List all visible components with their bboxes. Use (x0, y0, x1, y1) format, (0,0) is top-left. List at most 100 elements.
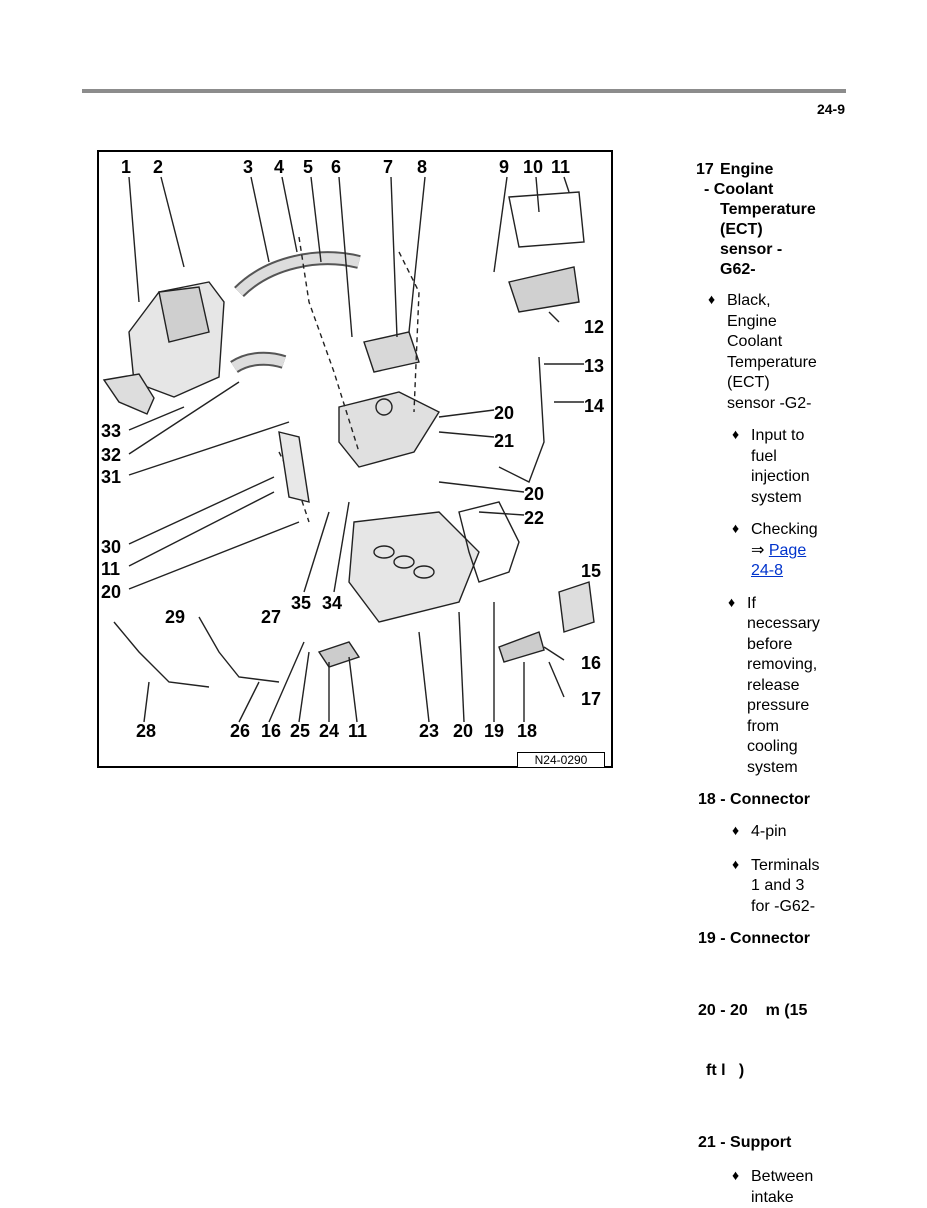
bullet-line: fuel (751, 447, 846, 468)
bullet-line: Input to (751, 426, 846, 447)
bullet-diamond-icon: ♦ (732, 854, 739, 875)
callout-10: 10 (523, 158, 543, 176)
callout-34: 34 (322, 594, 342, 612)
callout-4: 4 (274, 158, 284, 176)
callout-26: 26 (230, 722, 250, 740)
callout-18-bottom: 18 (517, 722, 537, 740)
callout-25: 25 (290, 722, 310, 740)
item-20: 20 - 20 m (15 ft l ) (696, 961, 846, 1121)
callout-16-right: 16 (581, 654, 601, 672)
bullet-line: before (747, 635, 846, 656)
item-21: 21 - Support (696, 1133, 846, 1153)
callout-11-bottom: 11 (348, 722, 367, 740)
page-link-line: ⇒ Page (751, 541, 846, 562)
arrow-icon: ⇒ (751, 542, 764, 559)
bullet-line: from (747, 717, 846, 738)
item-20-line: ft l ) (698, 1061, 846, 1081)
bullet-line: Black, (727, 291, 846, 312)
page-number: 24-9 (817, 101, 845, 117)
item-17-title-line: G62- (720, 260, 816, 280)
item-17-title-line: - Coolant (704, 180, 816, 200)
bullet-line: If (747, 594, 846, 615)
legend-column: 17 Engine - Coolant Temperature (ECT) se… (696, 160, 846, 1208)
bullet-diamond-icon: ♦ (732, 1165, 739, 1186)
bullet-line: removing, (747, 655, 846, 676)
callout-5: 5 (303, 158, 313, 176)
callout-9: 9 (499, 158, 509, 176)
callout-31: 31 (101, 468, 121, 486)
bullet-line: Coolant (727, 332, 846, 353)
bullet-line: system (747, 758, 846, 779)
item-17-title: Engine - Coolant Temperature (ECT) senso… (720, 160, 816, 280)
item-19: 19 - Connector (696, 929, 846, 949)
callout-21: 21 (494, 432, 514, 450)
figure-id-label: N24-0290 (517, 752, 605, 768)
callout-7: 7 (383, 158, 393, 176)
callout-17: 17 (581, 690, 601, 708)
bullet-diamond-icon: ♦ (732, 820, 739, 841)
callout-20-b: 20 (524, 485, 544, 503)
callout-20-a: 20 (494, 404, 514, 422)
bullet-line: sensor -G2- (727, 394, 846, 415)
header-rule (82, 89, 846, 93)
item-17-title-line: sensor - (720, 240, 816, 260)
callout-6: 6 (331, 158, 341, 176)
callout-35: 35 (291, 594, 311, 612)
callout-2: 2 (153, 158, 163, 176)
page-link[interactable]: 24-8 (751, 561, 789, 582)
bullet-line: for -G62- (751, 897, 846, 918)
callout-28: 28 (136, 722, 156, 740)
item-17: 17 Engine - Coolant Temperature (ECT) se… (696, 160, 846, 280)
bullet-line: injection (751, 467, 846, 488)
item-20-line: 20 - 20 m (15 (698, 1001, 846, 1021)
exploded-diagram: 1 2 3 4 5 6 7 8 9 10 11 12 13 14 20 21 2… (97, 150, 613, 768)
diagram-drawing (99, 152, 611, 766)
bullet-line: Between (751, 1167, 846, 1188)
callout-29: 29 (165, 608, 185, 626)
bullet-17-3: ♦ Checking ⇒ Page 24-8 (696, 520, 846, 582)
bullet-17-4: ♦ If necessary before removing, release … (696, 594, 846, 779)
bullet-diamond-icon: ♦ (732, 424, 739, 445)
bullet-17-1: ♦ Black, Engine Coolant Temperature (ECT… (696, 291, 846, 414)
callout-11-left: 11 (101, 560, 120, 578)
callout-20-bottom: 20 (453, 722, 473, 740)
bullet-17-2: ♦ Input to fuel injection system (696, 426, 846, 508)
callout-30: 30 (101, 538, 121, 556)
item-17-title-line: Engine (720, 160, 816, 180)
bullet-18-2: ♦ Terminals 1 and 3 for -G62- (696, 856, 846, 918)
item-17-title-line: (ECT) (720, 220, 816, 240)
callout-15: 15 (581, 562, 601, 580)
callout-11-top: 11 (551, 158, 570, 176)
bullet-diamond-icon: ♦ (728, 592, 735, 613)
item-18: 18 - Connector (696, 790, 846, 810)
item-17-title-line: Temperature (720, 200, 816, 220)
bullet-diamond-icon: ♦ (732, 518, 739, 539)
bullet-line: necessary (747, 614, 846, 635)
callout-16-bottom: 16 (261, 722, 281, 740)
callout-33: 33 (101, 422, 121, 440)
bullet-18-1: ♦ 4-pin (696, 822, 846, 843)
bullet-line: release (747, 676, 846, 697)
bullet-line: 4-pin (751, 822, 846, 843)
callout-1: 1 (121, 158, 131, 176)
callout-32: 32 (101, 446, 121, 464)
callout-19: 19 (484, 722, 504, 740)
item-17-number: 17 (696, 160, 720, 280)
bullet-line: intake (751, 1188, 846, 1208)
bullet-line: cooling (747, 737, 846, 758)
bullet-line: Temperature (727, 353, 846, 374)
bullet-line: pressure (747, 696, 846, 717)
page-link[interactable]: Page (769, 542, 806, 559)
callout-20-left: 20 (101, 583, 121, 601)
callout-13: 13 (584, 357, 604, 375)
bullet-line: 1 and 3 (751, 876, 846, 897)
bullet-21-1: ♦ Between intake (696, 1167, 846, 1208)
callout-27: 27 (261, 608, 281, 626)
bullet-line: Engine (727, 312, 846, 333)
callout-23: 23 (419, 722, 439, 740)
callout-22: 22 (524, 509, 544, 527)
bullet-line: Checking (751, 520, 846, 541)
callout-24: 24 (319, 722, 339, 740)
bullet-line: (ECT) (727, 373, 846, 394)
bullet-line: system (751, 488, 846, 509)
